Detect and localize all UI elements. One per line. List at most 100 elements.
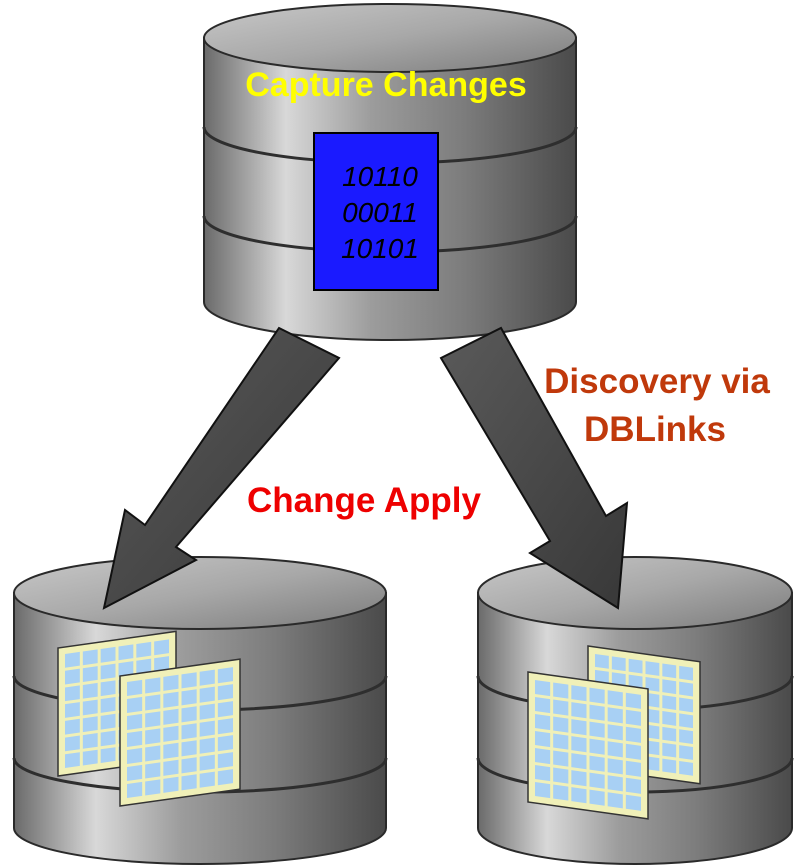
spreadsheet-cell xyxy=(535,764,551,782)
spreadsheet-cell xyxy=(571,702,587,719)
spreadsheet-cell xyxy=(65,735,80,752)
spreadsheet-cell xyxy=(645,724,660,740)
spreadsheet-cell xyxy=(645,756,660,772)
spreadsheet-cell xyxy=(127,679,143,697)
spreadsheet-cell xyxy=(163,674,179,691)
spreadsheet-cell xyxy=(217,701,234,718)
spreadsheet-icons-left xyxy=(57,630,241,807)
spreadsheet-cell xyxy=(679,697,693,713)
spreadsheet-cell xyxy=(65,718,80,735)
spreadsheet-cell xyxy=(625,794,642,811)
discovery-label-line: DBLinks xyxy=(584,410,726,449)
spreadsheet-cell xyxy=(535,781,551,799)
spreadsheet-cell xyxy=(607,707,623,724)
spreadsheet-cell xyxy=(145,762,161,779)
spreadsheet-cell xyxy=(217,752,234,769)
spreadsheet-cell xyxy=(645,692,660,708)
spreadsheet-cell xyxy=(571,753,587,770)
spreadsheet-cell xyxy=(100,680,116,697)
spreadsheet-cell xyxy=(679,760,693,776)
spreadsheet-cell xyxy=(65,702,80,718)
spreadsheet-cell xyxy=(589,755,605,772)
spreadsheet-cell xyxy=(199,720,215,737)
spreadsheet-icon xyxy=(119,658,241,807)
spreadsheet-cell xyxy=(199,754,215,771)
spreadsheet-cell xyxy=(589,772,605,789)
spreadsheet-cell xyxy=(163,725,179,742)
spreadsheet-cell xyxy=(82,716,98,733)
spreadsheet-cell xyxy=(217,735,234,752)
change-apply-label: Change Apply xyxy=(247,481,482,520)
spreadsheet-cell xyxy=(662,679,677,695)
spreadsheet-cell xyxy=(82,666,98,682)
spreadsheet-cell xyxy=(535,730,551,748)
capture-changes-label: Capture Changes xyxy=(245,66,527,104)
spreadsheet-cell xyxy=(645,708,660,724)
spreadsheet-cell xyxy=(82,749,98,766)
spreadsheet-cell xyxy=(679,729,693,745)
spreadsheet-cell xyxy=(679,681,693,697)
spreadsheet-cell xyxy=(679,665,693,681)
spreadsheet-cell xyxy=(628,658,643,674)
spreadsheet-cell xyxy=(607,792,623,809)
spreadsheet-cell xyxy=(136,658,152,675)
spreadsheet-cell xyxy=(553,699,569,716)
spreadsheet-cell xyxy=(100,730,116,747)
spreadsheet-icon xyxy=(527,671,649,820)
spreadsheet-cell xyxy=(662,663,677,679)
spreadsheet-cell xyxy=(100,646,116,663)
binary-line: 10101 xyxy=(341,233,419,264)
target-database-right-top xyxy=(477,556,793,630)
spreadsheet-cell xyxy=(181,740,197,757)
spreadsheet-cell xyxy=(145,728,161,745)
spreadsheet-cell xyxy=(163,742,179,759)
spreadsheet-cell xyxy=(199,771,215,788)
spreadsheet-cell xyxy=(136,641,152,658)
spreadsheet-cell xyxy=(199,669,215,686)
binary-line: 00011 xyxy=(342,197,418,228)
spreadsheet-cell xyxy=(607,690,623,707)
spreadsheet-cell xyxy=(127,713,143,731)
spreadsheet-cell xyxy=(154,639,169,656)
spreadsheet-cell xyxy=(199,703,215,720)
spreadsheet-cell xyxy=(181,689,197,706)
spreadsheet-cell xyxy=(163,708,179,725)
spreadsheet-cell xyxy=(611,656,626,672)
spreadsheet-cell xyxy=(535,679,551,697)
spreadsheet-cell xyxy=(553,716,569,733)
spreadsheet-cell xyxy=(199,737,215,754)
spreadsheet-cell xyxy=(65,685,80,702)
spreadsheet-cell xyxy=(65,668,80,685)
spreadsheet-cell xyxy=(662,711,677,726)
spreadsheet-cell xyxy=(595,669,609,685)
spreadsheet-cell xyxy=(662,742,677,758)
spreadsheet-cell xyxy=(145,694,161,711)
spreadsheet-cell xyxy=(571,770,587,787)
spreadsheet-cell xyxy=(625,760,642,777)
spreadsheet-cell xyxy=(589,721,605,738)
spreadsheet-cell xyxy=(589,704,605,721)
spreadsheet-cell xyxy=(100,747,116,764)
arrow-change-apply xyxy=(102,326,341,610)
spreadsheet-cell xyxy=(100,713,116,730)
spreadsheet-cell xyxy=(145,711,161,728)
spreadsheet-cell xyxy=(82,732,98,749)
spreadsheet-cell xyxy=(145,745,161,762)
spreadsheet-cell xyxy=(625,692,642,709)
spreadsheet-cell xyxy=(611,672,626,688)
spreadsheet-cell xyxy=(163,776,179,793)
spreadsheet-cell xyxy=(662,726,677,742)
spreadsheet-cell xyxy=(571,787,587,804)
target-database-left-top xyxy=(13,556,387,630)
spreadsheet-cell xyxy=(127,730,143,748)
source-database-top xyxy=(203,3,577,73)
spreadsheet-cell xyxy=(553,784,569,801)
spreadsheet-cell xyxy=(553,682,569,699)
spreadsheet-cell xyxy=(118,661,134,677)
spreadsheet-cell xyxy=(645,676,660,692)
spreadsheet-cell xyxy=(82,682,98,699)
spreadsheet-cell xyxy=(145,677,161,694)
spreadsheet-cell xyxy=(553,767,569,784)
spreadsheet-icons-right xyxy=(527,645,701,820)
